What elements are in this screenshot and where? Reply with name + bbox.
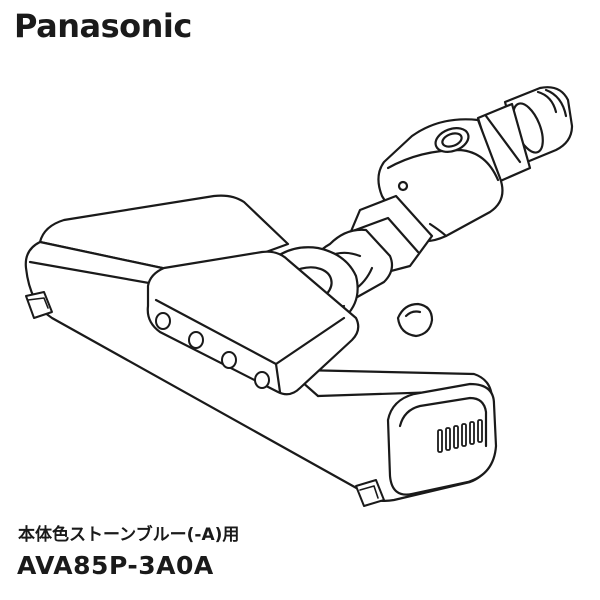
color-caption: 本体色ストーンブルー(-A)用 [18, 525, 240, 545]
indicator-lamps [155, 312, 270, 389]
brush-cover [146, 250, 360, 396]
brand-logo: Panasonic [14, 7, 192, 45]
vent-slots [437, 419, 483, 453]
nozzle-body [24, 194, 498, 507]
model-number: AVA85P-3A0A [17, 551, 214, 580]
product-illustration [24, 86, 574, 507]
